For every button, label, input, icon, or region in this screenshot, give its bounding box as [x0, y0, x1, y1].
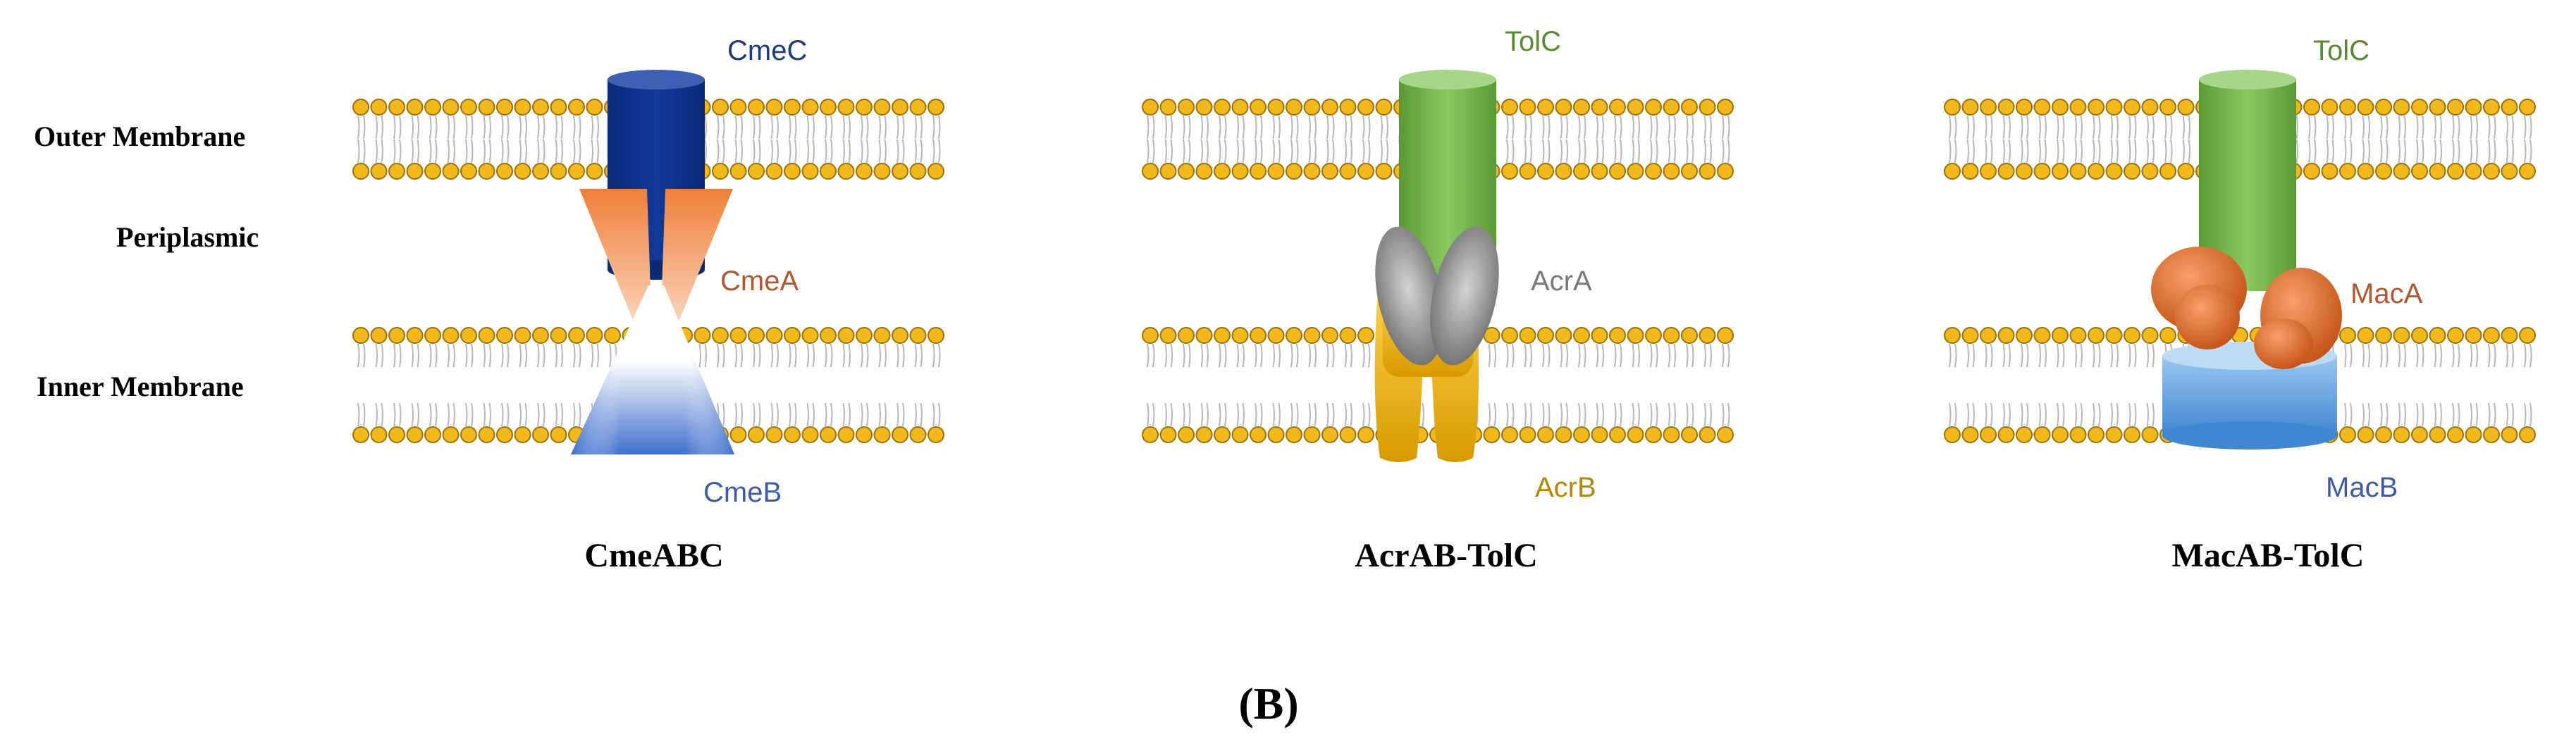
acrab-tolc-pump: TolC AcrA AcrB AcrAB-TolC: [1355, 26, 1596, 574]
cmeb-label: CmeB: [703, 477, 782, 508]
inner-membrane-label: Inner Membrane: [37, 371, 244, 402]
macb-label: MacB: [2326, 472, 2398, 503]
cmeb-transporter: [571, 285, 734, 454]
cmec-label: CmeC: [727, 35, 807, 66]
cmeabc-title: CmeABC: [584, 537, 723, 574]
maca-label: MacA: [2350, 278, 2423, 309]
acra-label: AcrA: [1531, 266, 1592, 297]
macab-tolc-pump: TolC MacA MacB MacAB-TolC: [2151, 35, 2423, 574]
acrab-tolc-title: AcrAB-TolC: [1355, 537, 1538, 574]
outer-membrane-2: [1142, 99, 1734, 180]
periplasmic-label: Periplasmic: [116, 221, 259, 253]
acrb-label: AcrB: [1535, 472, 1596, 503]
cmeabc-pump: CmeC CmeA CmeB CmeABC: [571, 35, 807, 574]
tolc-label-2: TolC: [2313, 35, 2369, 66]
panel-tag: (B): [1238, 678, 1298, 729]
tolc-label-1: TolC: [1505, 26, 1561, 57]
acra-adaptor: [1375, 226, 1499, 366]
outer-membrane-label: Outer Membrane: [34, 120, 245, 152]
maca-adaptor: [2151, 247, 2342, 369]
macab-tolc-title: MacAB-TolC: [2172, 537, 2365, 574]
cmea-label: CmeA: [720, 266, 799, 297]
